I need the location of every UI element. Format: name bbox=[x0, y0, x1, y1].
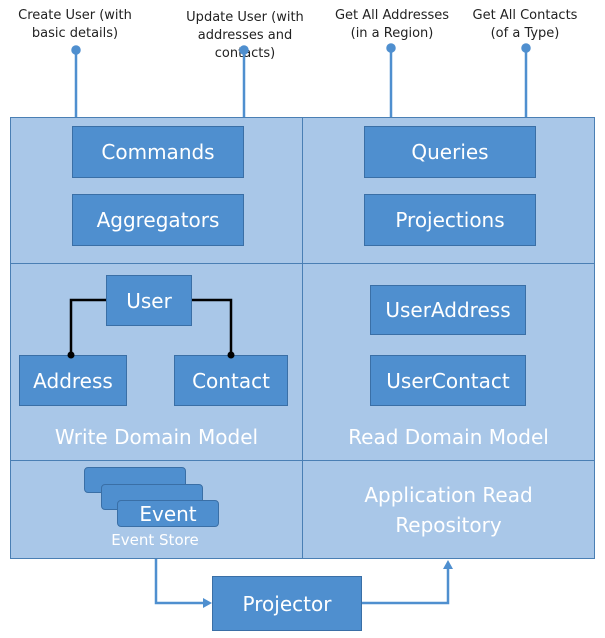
create-user-label: Create User (with basic details) bbox=[18, 8, 132, 41]
aggregators-box: Aggregators bbox=[72, 194, 244, 246]
get-addresses-pin bbox=[386, 43, 396, 53]
projector-to-repository bbox=[362, 567, 450, 605]
event-box: Event bbox=[117, 500, 219, 527]
update-user-label: Update User (with addresses and contacts… bbox=[186, 10, 304, 61]
user-address-box: UserAddress bbox=[370, 285, 526, 335]
queries-box: Queries bbox=[364, 126, 536, 178]
get-addresses-label: Get All Addresses (in a Region) bbox=[334, 8, 450, 41]
user-contact-box: UserContact bbox=[370, 355, 526, 406]
get-contacts-label: Get All Contacts (of a Type) bbox=[472, 8, 578, 41]
projector-arrowhead bbox=[203, 598, 212, 608]
repository-arrowhead bbox=[443, 560, 453, 569]
read-domain-model-caption: Read Domain Model bbox=[348, 425, 549, 449]
user-box: User bbox=[106, 275, 192, 326]
write-domain-model-caption: Write Domain Model bbox=[54, 425, 259, 449]
contact-box: Contact bbox=[174, 355, 288, 406]
projections-box: Projections bbox=[364, 194, 536, 246]
get-contacts-pin bbox=[521, 43, 531, 53]
event-store-to-projector bbox=[154, 559, 205, 605]
create-user-pin bbox=[71, 45, 81, 55]
address-box: Address bbox=[19, 355, 127, 406]
commands-box: Commands bbox=[72, 126, 244, 178]
projector-box: Projector bbox=[212, 576, 362, 631]
application-read-repository-caption: Application Read Repository bbox=[364, 483, 533, 537]
event-store-caption: Event Store bbox=[111, 531, 199, 549]
read-repository-region bbox=[302, 460, 595, 559]
